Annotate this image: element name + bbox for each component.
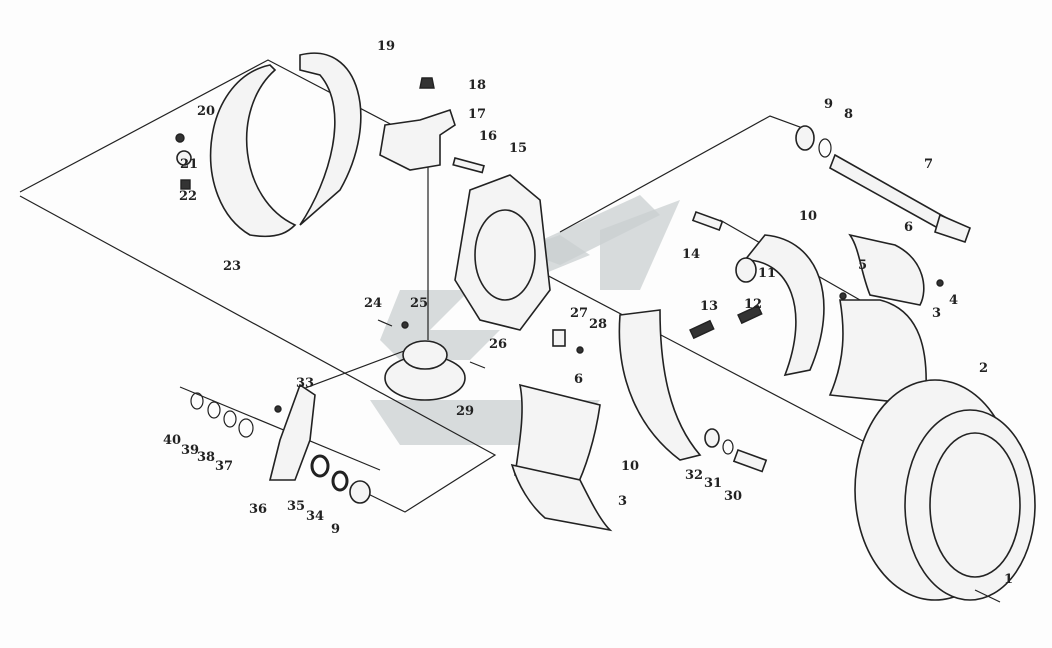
- part-label: 18: [468, 78, 486, 93]
- bolt: [469, 361, 486, 369]
- part-label: 38: [197, 450, 215, 465]
- part-label: 29: [456, 404, 474, 419]
- part-label: 31: [704, 476, 722, 491]
- part-label: 25: [410, 296, 428, 311]
- washer: [722, 439, 734, 455]
- part-label: 20: [197, 104, 215, 119]
- pin: [732, 448, 768, 473]
- bolt: [452, 157, 485, 174]
- slack-adjuster: [268, 383, 316, 481]
- grease-fitting: [274, 405, 282, 413]
- part-label: 2: [979, 361, 988, 376]
- part-label: 12: [744, 297, 762, 312]
- part-label: 30: [724, 489, 742, 504]
- part-label: 14: [682, 247, 700, 262]
- part-label: 3: [618, 494, 627, 509]
- part-label: 35: [287, 499, 305, 514]
- part-label: 13: [700, 299, 718, 314]
- part-label: 33: [296, 376, 314, 391]
- roller: [735, 257, 757, 283]
- bushing: [795, 125, 815, 151]
- spider-bore: [474, 209, 536, 301]
- part-label: 37: [215, 459, 233, 474]
- part-label: 17: [468, 107, 486, 122]
- rivet: [936, 279, 944, 287]
- part-label: 40: [163, 433, 181, 448]
- part-label: 6: [904, 220, 913, 235]
- part-label: 7: [924, 157, 933, 172]
- part-label: 6: [574, 372, 583, 387]
- bolt: [377, 319, 393, 327]
- part-label: 3: [932, 306, 941, 321]
- part-label: 10: [621, 459, 639, 474]
- washer: [207, 401, 221, 419]
- bushing: [176, 150, 192, 166]
- part-label: 32: [685, 468, 703, 483]
- screw: [576, 346, 584, 354]
- bolt: [175, 133, 185, 143]
- bolt: [974, 589, 1001, 603]
- anchor-pin: [691, 210, 724, 232]
- part-label: 1: [1004, 572, 1013, 587]
- backing-plate: [209, 64, 297, 238]
- part-label: 39: [181, 443, 199, 458]
- roller: [704, 428, 720, 448]
- part-label: 23: [223, 259, 241, 274]
- part-label: 22: [179, 189, 197, 204]
- part-label: 11: [758, 266, 776, 281]
- washer: [223, 410, 237, 428]
- part-label: 9: [331, 522, 340, 537]
- camshaft-bracket: [379, 108, 456, 171]
- seal: [818, 138, 832, 158]
- part-label: 28: [589, 317, 607, 332]
- part-label: 34: [306, 509, 324, 524]
- washer: [401, 321, 409, 329]
- grease-fitting: [180, 179, 191, 190]
- nut: [419, 77, 435, 89]
- part-label: 21: [180, 157, 198, 172]
- part-label: 5: [858, 258, 867, 273]
- bushing: [349, 480, 371, 504]
- camshaft: [829, 153, 972, 244]
- washer: [238, 418, 254, 438]
- part-label: 19: [377, 39, 395, 54]
- washer: [331, 470, 349, 492]
- spring: [737, 304, 763, 325]
- part-label: 16: [479, 129, 497, 144]
- brake-lining: [848, 233, 925, 306]
- brake-shoe: [743, 234, 825, 377]
- part-label: 24: [364, 296, 382, 311]
- part-label: 27: [570, 306, 588, 321]
- spring: [689, 319, 715, 340]
- part-label: 9: [824, 97, 833, 112]
- rivet: [839, 292, 847, 300]
- washer: [310, 454, 330, 478]
- washer: [190, 392, 204, 410]
- part-label: 4: [949, 293, 958, 308]
- part-label: 26: [489, 337, 507, 352]
- part-labels: 19 18 17 20 16 15 9 8 7 21 22 10 6 14 11…: [163, 39, 1013, 587]
- brake-shoe: [618, 309, 702, 461]
- dust-shield: [299, 52, 362, 226]
- part-label: 15: [509, 141, 527, 156]
- brake-lining: [510, 463, 613, 532]
- plate: [552, 329, 566, 347]
- part-label: 8: [844, 107, 853, 122]
- chamber-top: [402, 340, 448, 370]
- part-label: 10: [799, 209, 817, 224]
- part-label: 36: [249, 502, 267, 517]
- brake-drum: [854, 379, 1036, 601]
